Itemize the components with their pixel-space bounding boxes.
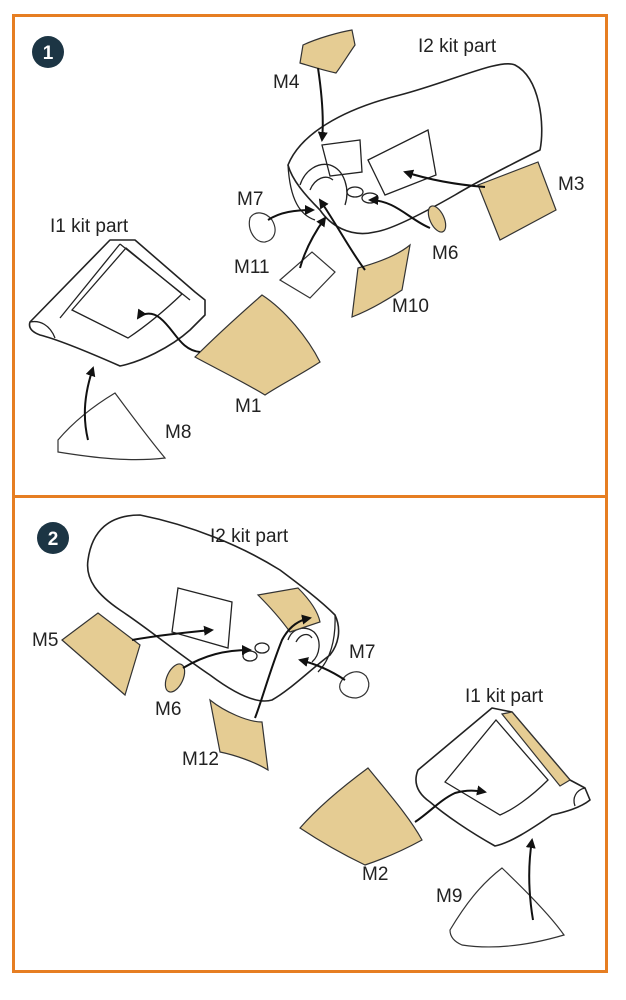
i2-kit-part-label-2: I2 kit part bbox=[210, 526, 289, 547]
m8-label: M8 bbox=[165, 422, 191, 443]
i1-kit-part-label-2: I1 kit part bbox=[465, 686, 544, 707]
mask-m9 bbox=[449, 867, 565, 948]
m11-label: M11 bbox=[234, 257, 270, 278]
mask-m8 bbox=[57, 392, 167, 461]
svg-text:1: 1 bbox=[43, 43, 54, 64]
step-1-badge: 1 bbox=[32, 36, 64, 68]
mask-m6 bbox=[427, 205, 447, 233]
mask-m11 bbox=[278, 251, 336, 299]
i1-kit-part bbox=[28, 239, 206, 367]
mask-m5 bbox=[61, 612, 141, 697]
i2-kit-part-label: I2 kit part bbox=[418, 36, 497, 57]
mask-m7-2 bbox=[339, 671, 370, 699]
m6-label: M6 bbox=[432, 243, 458, 264]
svg-text:2: 2 bbox=[48, 529, 59, 550]
m7-label-2: M7 bbox=[349, 642, 375, 663]
mask-m4 bbox=[299, 29, 356, 74]
m3-label: M3 bbox=[558, 174, 584, 195]
m4-label: M4 bbox=[273, 72, 300, 93]
step-2-badge: 2 bbox=[37, 522, 69, 554]
m10-label: M10 bbox=[392, 296, 429, 317]
mask-m12 bbox=[209, 698, 269, 772]
mask-m6-2 bbox=[164, 663, 186, 693]
m7-label: M7 bbox=[237, 189, 263, 210]
m9-label: M9 bbox=[436, 886, 462, 907]
m1-label: M1 bbox=[235, 396, 261, 417]
m2-label: M2 bbox=[362, 864, 388, 885]
m5-label: M5 bbox=[32, 630, 58, 651]
mask-m3 bbox=[477, 161, 557, 241]
m6-label-2: M6 bbox=[155, 699, 181, 720]
mask-m2 bbox=[299, 767, 423, 866]
mask-m1 bbox=[194, 294, 321, 396]
i1-kit-part-2 bbox=[415, 707, 591, 847]
i1-kit-part-label: I1 kit part bbox=[50, 216, 129, 237]
mask-m10 bbox=[351, 243, 411, 318]
m12-label: M12 bbox=[182, 749, 219, 770]
